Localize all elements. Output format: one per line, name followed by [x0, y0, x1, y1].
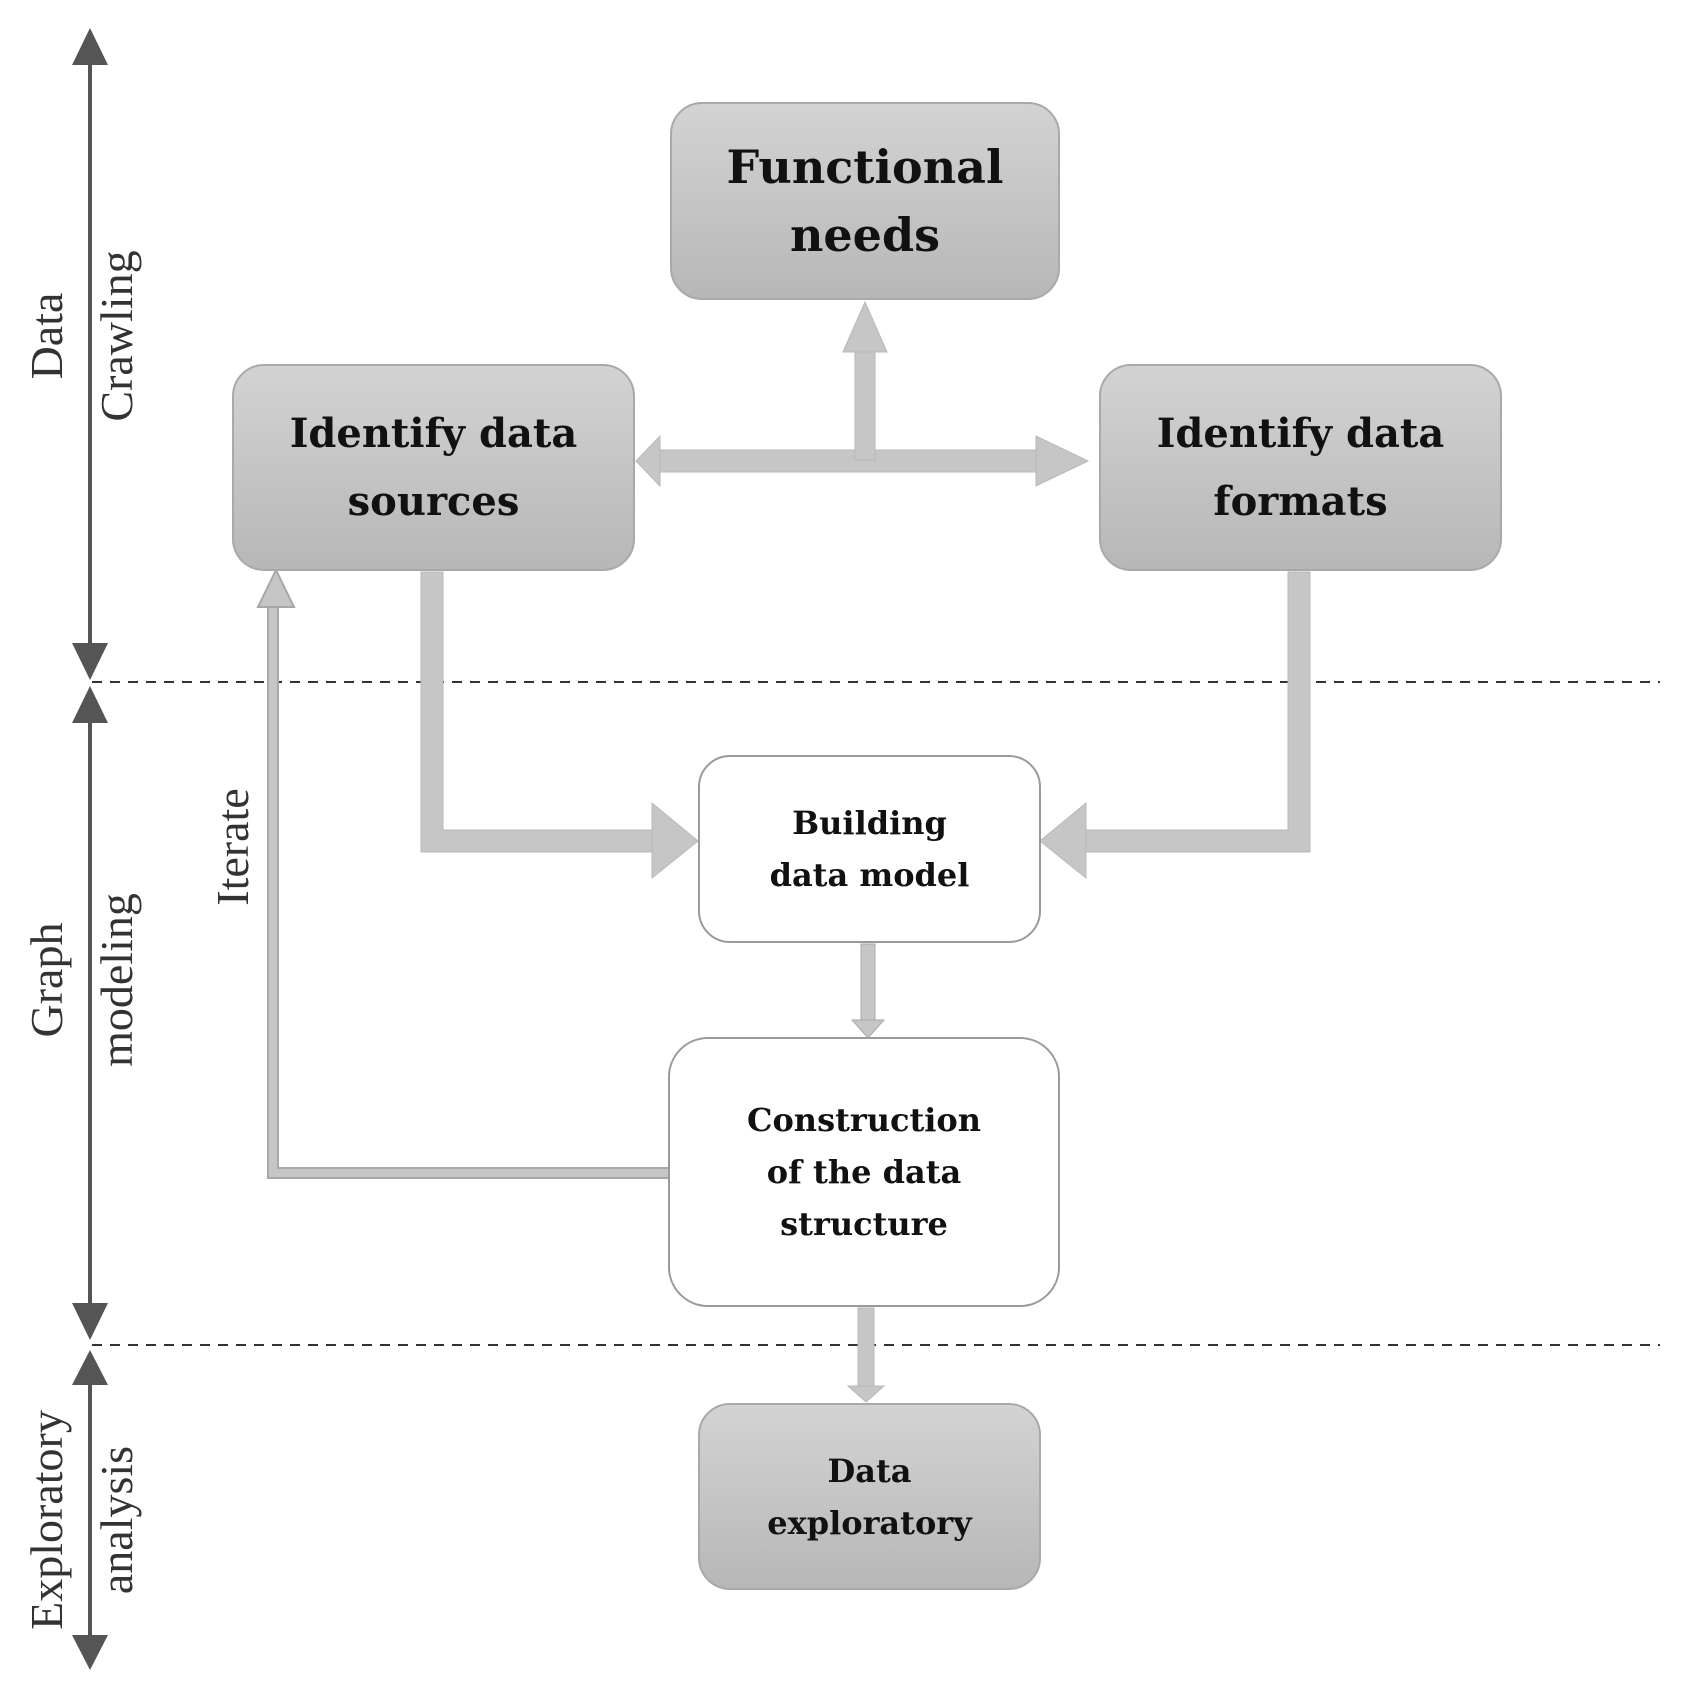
connector-sources-formats-needs: [635, 300, 1090, 488]
phase-label-line: modeling: [91, 893, 142, 1067]
phase-arrow-exploratory: [72, 1350, 108, 1670]
node-identify-data-sources: Identify data sources: [232, 364, 635, 571]
phase-arrow-modeling: [72, 686, 108, 1340]
phase-label-line: analysis: [91, 1445, 142, 1595]
phase-label-crawling: Data Crawling: [12, 226, 152, 446]
phase-label-line: Graph: [21, 922, 72, 1038]
arrow-sources-to-building: [420, 571, 699, 880]
phase-label-line: Crawling: [91, 250, 142, 422]
arrow-construction-to-exploratory: [846, 1307, 886, 1403]
node-construction-data-structure: Construction of the data structure: [668, 1037, 1060, 1307]
phase-arrow-crawling: [72, 28, 108, 680]
phase-label-modeling: Graph modeling: [12, 860, 152, 1100]
phase-label-line: Data: [21, 292, 72, 380]
iterate-loop-arrow: [256, 567, 673, 1179]
arrow-formats-to-building: [1039, 571, 1311, 880]
phase-label-line: Exploratory: [21, 1410, 72, 1630]
arrow-building-to-construction: [850, 943, 886, 1039]
node-identify-data-formats: Identify data formats: [1099, 364, 1502, 571]
node-building-data-model: Building data model: [698, 755, 1041, 943]
phase-label-exploratory: Exploratory analysis: [12, 1370, 152, 1670]
iterate-label: Iterate: [207, 788, 258, 906]
node-data-exploratory: Data exploratory: [698, 1403, 1041, 1590]
node-functional-needs: Functional needs: [670, 102, 1060, 300]
